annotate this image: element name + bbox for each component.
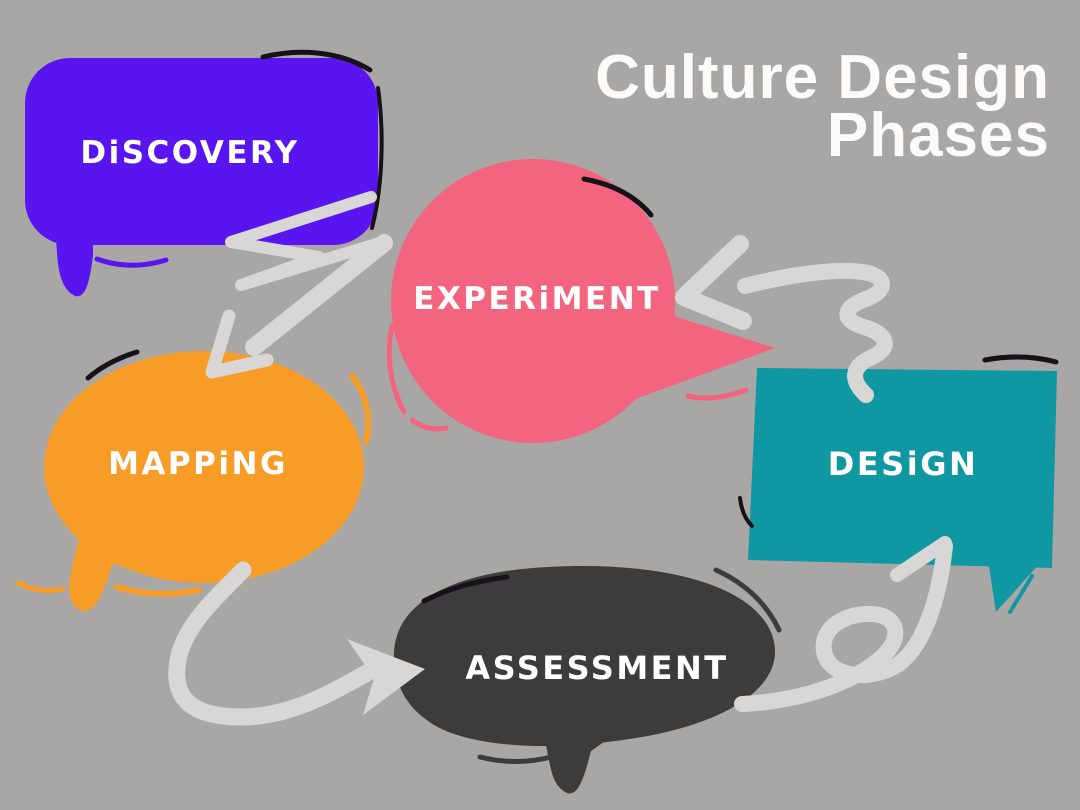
arrow-mapping-shaft <box>168 561 386 726</box>
mapping-label: MAPPiNG <box>108 446 288 482</box>
mapping-orange-accent-left <box>15 580 66 593</box>
design-bubble-tail <box>988 560 1041 612</box>
arrow-discovery-arrowhead <box>205 309 274 379</box>
mapping-orange-accent-right <box>349 373 372 445</box>
arrow-design-arrowhead <box>675 235 752 330</box>
discovery-underline-accent <box>94 256 169 268</box>
mapping-orange-accent-bottom <box>114 584 202 597</box>
experiment-bubble-shape <box>391 159 675 443</box>
arrow-assessment-arrowhead <box>890 536 952 582</box>
bubble-design: DESiGN <box>738 354 1059 614</box>
bubble-assessment: ASSESSMENT <box>393 566 782 794</box>
arrow-mapping-arrowhead <box>347 639 425 715</box>
design-ink-accent-left <box>738 496 754 528</box>
discovery-ink-accent-top <box>260 49 373 73</box>
assessment-label: ASSESSMENT <box>465 649 728 687</box>
page-title: Culture Design Phases <box>595 43 1050 170</box>
design-teal-accent-tail <box>1008 574 1034 614</box>
experiment-label: EXPERiMENT <box>413 281 661 317</box>
experiment-pink-accent-tail <box>685 387 749 401</box>
discovery-bubble-shape <box>25 58 378 245</box>
arrow-mapping-to-assessment <box>168 561 425 726</box>
assessment-ink-accent-top <box>421 574 510 604</box>
assessment-bubble-shape <box>393 566 776 746</box>
bubble-discovery: DiSCOVERY <box>25 49 384 297</box>
bubble-experiment: EXPERiMENT <box>386 159 775 443</box>
arrow-assessment-to-design <box>734 536 953 712</box>
arrow-discovery-zigzag <box>225 191 392 291</box>
arrow-assessment-shaft <box>734 538 953 712</box>
discovery-bubble-tail <box>56 228 93 297</box>
arrow-design-shaft <box>737 262 893 403</box>
arrow-design-to-experiment <box>675 235 893 403</box>
discovery-label: DiSCOVERY <box>80 135 299 171</box>
assessment-dark-accent-right <box>713 567 782 633</box>
title-line-2: Phases <box>827 101 1050 170</box>
experiment-pink-accent-left <box>386 323 407 415</box>
experiment-ink-accent-top <box>581 176 654 218</box>
design-label: DESiGN <box>828 445 978 483</box>
mapping-ink-accent-top <box>85 349 140 381</box>
design-ink-accent-top <box>982 354 1059 365</box>
arrow-discovery-to-mapping <box>205 191 393 379</box>
experiment-pink-accent-bottom <box>409 417 449 432</box>
title-line-1: Culture Design <box>595 43 1050 112</box>
mapping-bubble-shape <box>44 351 364 583</box>
design-bubble-shape <box>748 368 1057 568</box>
discovery-ink-accent-right <box>370 86 384 230</box>
assessment-dark-accent-bottom <box>477 754 554 764</box>
bubble-mapping: MAPPiNG <box>15 349 372 612</box>
arrow-discovery-shaft <box>245 234 393 356</box>
